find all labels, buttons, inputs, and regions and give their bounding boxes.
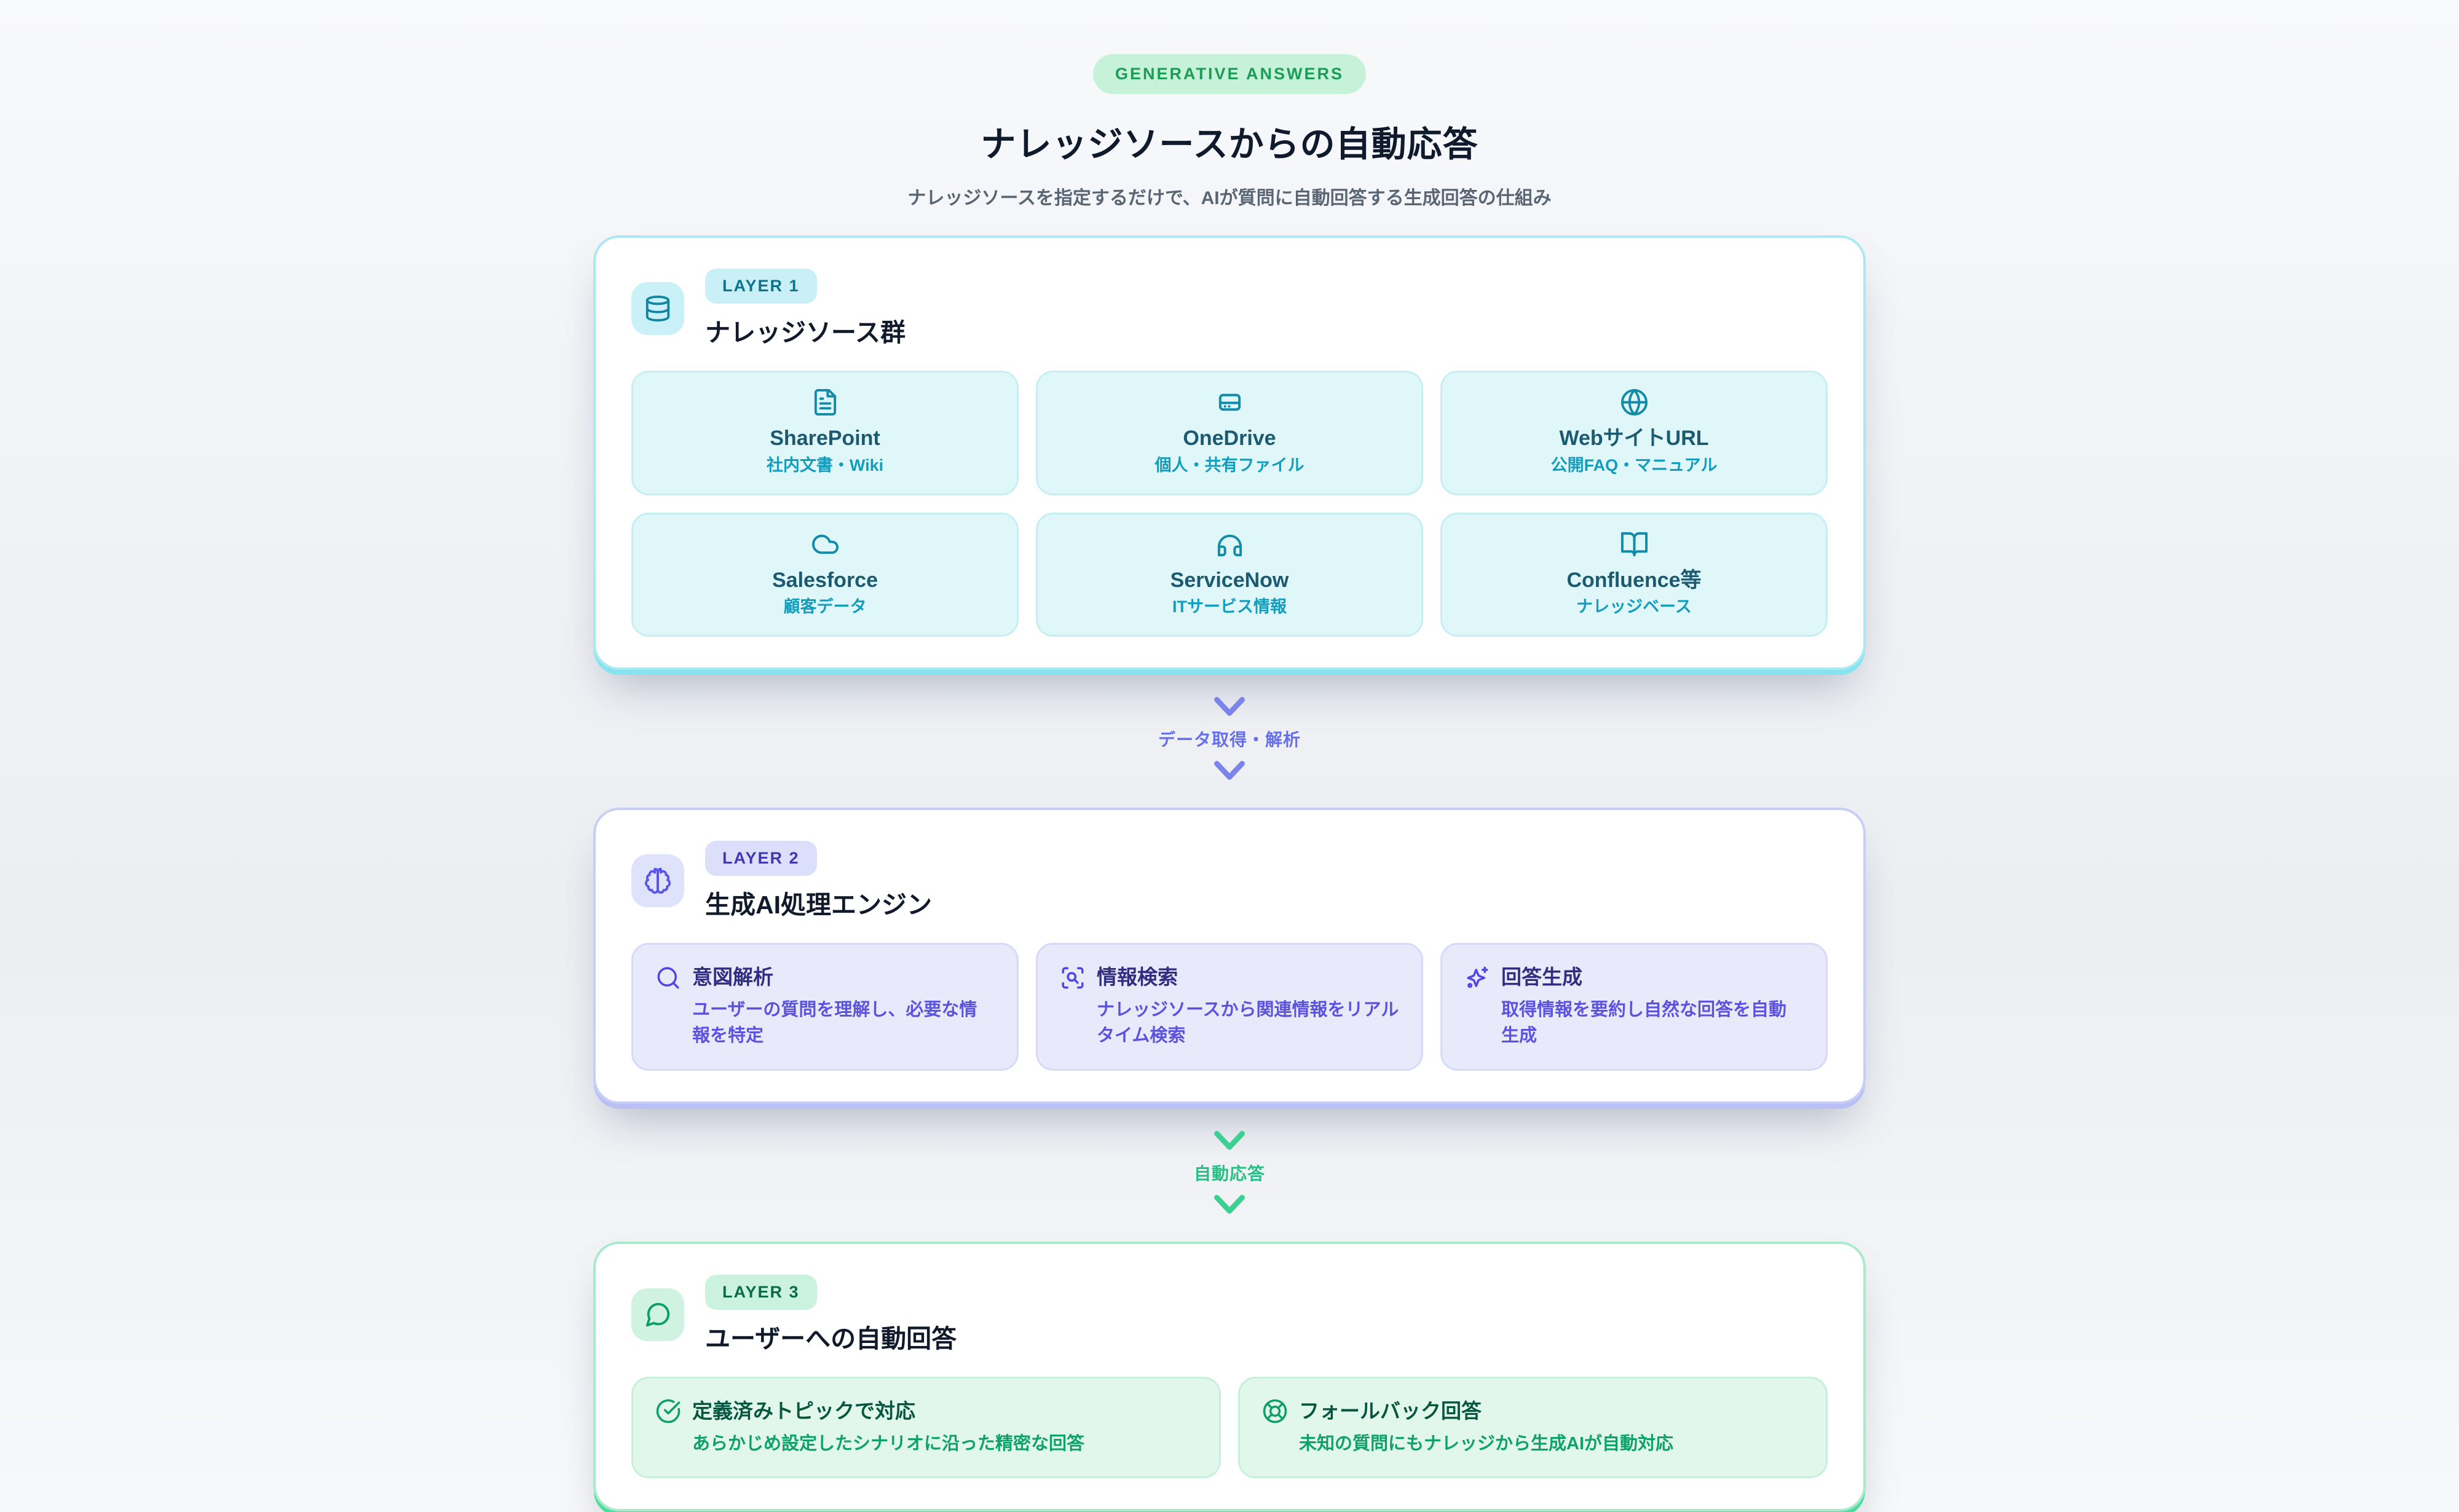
- hero-badge: GENERATIVE ANSWERS: [1092, 54, 1367, 94]
- life-buoy-icon: [1262, 1398, 1288, 1424]
- source-desc: 顧客データ: [783, 597, 867, 616]
- cloud-icon: [811, 530, 840, 559]
- source-name: SharePoint: [770, 427, 880, 450]
- layer-1-title: ナレッジソース群: [705, 318, 906, 347]
- feature-head: 定義済みトピックで対応: [655, 1398, 1197, 1425]
- feature-title: 情報検索: [1097, 966, 1178, 989]
- layer-2-header: LAYER 2 生成AI処理エンジン: [631, 841, 1828, 921]
- headphones-icon: [1215, 530, 1244, 559]
- feature-head: 情報検索: [1060, 964, 1399, 991]
- page-subtitle: ナレッジソースを指定するだけで、AIが質問に自動回答する生成回答の仕組み: [907, 188, 1552, 208]
- feature-head: 意図解析: [655, 964, 995, 991]
- source-card-confluence: Confluence等 ナレッジベース: [1440, 512, 1828, 637]
- hero-section: GENERATIVE ANSWERS ナレッジソースからの自動応答 ナレッジソー…: [0, 0, 2459, 210]
- chevron-down-icon: [1210, 696, 1249, 718]
- search-icon: [655, 965, 681, 991]
- layer-2-title: 生成AI処理エンジン: [705, 891, 932, 919]
- source-name: OneDrive: [1183, 427, 1276, 450]
- source-card-servicenow: ServiceNow ITサービス情報: [1036, 512, 1423, 637]
- feature-card-info-retrieval: 情報検索 ナレッジソースから関連情報をリアルタイム検索: [1036, 943, 1423, 1071]
- chevron-down-icon: [1210, 760, 1249, 782]
- layer-3-panel: LAYER 3 ユーザーへの自動回答 定義済みトピックで対応 あらかじめ設定した…: [593, 1241, 1866, 1511]
- feature-title: 定義済みトピックで対応: [692, 1399, 915, 1422]
- scan-search-icon: [1060, 965, 1086, 991]
- source-name: ServiceNow: [1170, 568, 1289, 592]
- source-desc: ナレッジベース: [1576, 597, 1692, 616]
- feature-desc: あらかじめ設定したシナリオに沿った精密な回答: [692, 1433, 1085, 1454]
- database-icon: [631, 282, 684, 335]
- feature-title: 意図解析: [692, 966, 773, 989]
- feature-card-answer-generation: 回答生成 取得情報を要約し自然な回答を自動生成: [1440, 943, 1828, 1071]
- feature-title: 回答生成: [1501, 966, 1582, 989]
- book-open-icon: [1620, 530, 1649, 559]
- feature-card-fallback-answer: フォールバック回答 未知の質問にもナレッジから生成AIが自動対応: [1238, 1376, 1828, 1478]
- source-desc: 個人・共有ファイル: [1155, 455, 1304, 474]
- layer-1-panel: LAYER 1 ナレッジソース群 SharePoint 社内文書・Wiki On…: [593, 235, 1866, 671]
- layer-3-header: LAYER 3 ユーザーへの自動回答: [631, 1274, 1828, 1355]
- feature-title: フォールバック回答: [1299, 1399, 1482, 1422]
- sparkles-icon: [1464, 965, 1490, 991]
- feature-head: フォールバック回答: [1262, 1398, 1804, 1425]
- feature-desc: ユーザーの質問を理解し、必要な情報を特定: [692, 999, 977, 1046]
- layer-3-badge: LAYER 3: [705, 1274, 817, 1310]
- source-desc: 公開FAQ・マニュアル: [1550, 455, 1718, 474]
- layer-1-header: LAYER 1 ナレッジソース群: [631, 269, 1828, 348]
- knowledge-source-grid: SharePoint 社内文書・Wiki OneDrive 個人・共有ファイル …: [631, 371, 1828, 637]
- source-name: Salesforce: [772, 568, 878, 592]
- layer-3-title: ユーザーへの自動回答: [705, 1324, 957, 1353]
- source-card-salesforce: Salesforce 顧客データ: [631, 512, 1019, 637]
- feature-card-intent-analysis: 意図解析 ユーザーの質問を理解し、必要な情報を特定: [631, 943, 1019, 1071]
- source-name: Confluence等: [1566, 568, 1702, 592]
- layer-2-badge: LAYER 2: [705, 841, 817, 876]
- layer-3-header-text: LAYER 3 ユーザーへの自動回答: [705, 1274, 957, 1355]
- feature-desc: ナレッジソースから関連情報をリアルタイム検索: [1097, 999, 1399, 1046]
- chevron-down-icon: [1210, 1130, 1249, 1152]
- page-title: ナレッジソースからの自動応答: [981, 125, 1478, 164]
- layer-2-panel: LAYER 2 生成AI処理エンジン 意図解析 ユーザーの質問を理解し、必要な情…: [593, 808, 1866, 1104]
- globe-icon: [1620, 388, 1649, 417]
- feature-card-defined-topics: 定義済みトピックで対応 あらかじめ設定したシナリオに沿った精密な回答: [631, 1376, 1221, 1478]
- message-circle-icon: [631, 1288, 684, 1341]
- feature-desc: 取得情報を要約し自然な回答を自動生成: [1501, 999, 1787, 1046]
- layer-1-header-text: LAYER 1 ナレッジソース群: [705, 269, 906, 348]
- source-card-onedrive: OneDrive 個人・共有ファイル: [1036, 371, 1423, 495]
- feature-head: 回答生成: [1464, 964, 1804, 991]
- layer-2-header-text: LAYER 2 生成AI処理エンジン: [705, 841, 932, 921]
- chevron-down-icon: [1210, 1194, 1249, 1216]
- connector-1-label: データ取得・解析: [1158, 730, 1301, 750]
- connector-2-label: 自動応答: [1193, 1164, 1265, 1183]
- feature-desc: 未知の質問にもナレッジから生成AIが自動対応: [1299, 1433, 1674, 1454]
- auto-answer-grid: 定義済みトピックで対応 あらかじめ設定したシナリオに沿った精密な回答 フォールバ…: [631, 1376, 1828, 1478]
- flow-connector-1: データ取得・解析: [0, 696, 2459, 782]
- source-desc: ITサービス情報: [1172, 597, 1287, 616]
- source-card-website-url: WebサイトURL 公開FAQ・マニュアル: [1440, 371, 1828, 495]
- layer-1-badge: LAYER 1: [705, 269, 817, 304]
- source-card-sharepoint: SharePoint 社内文書・Wiki: [631, 371, 1019, 495]
- source-desc: 社内文書・Wiki: [766, 455, 884, 474]
- ai-engine-grid: 意図解析 ユーザーの質問を理解し、必要な情報を特定 情報検索 ナレッジソースから…: [631, 943, 1828, 1071]
- circle-check-icon: [655, 1398, 681, 1424]
- source-name: WebサイトURL: [1559, 427, 1709, 450]
- hard-drive-icon: [1215, 388, 1244, 417]
- flow-connector-2: 自動応答: [0, 1130, 2459, 1216]
- file-text-icon: [811, 388, 840, 417]
- brain-icon: [631, 854, 684, 908]
